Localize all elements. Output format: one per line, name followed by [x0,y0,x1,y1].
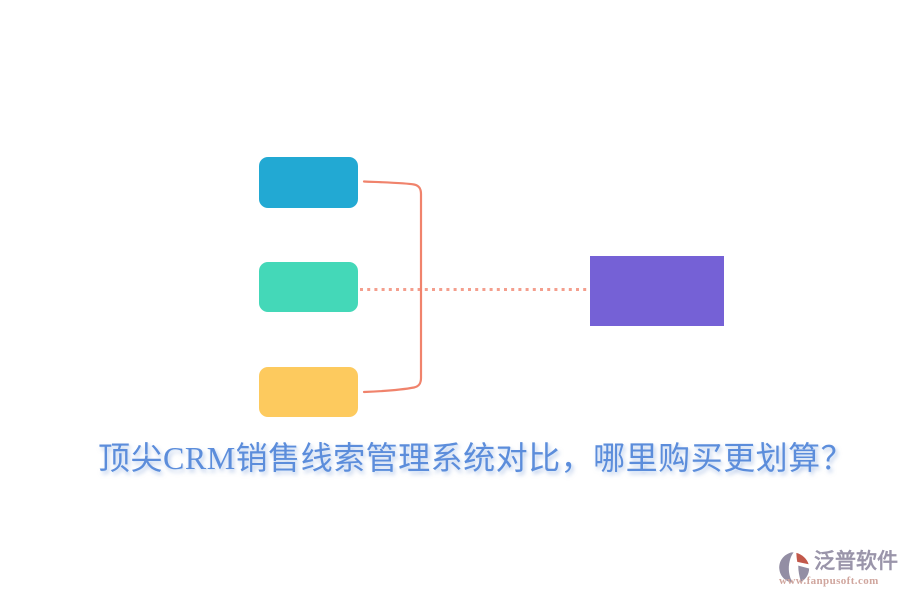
node-green [259,262,358,312]
logo-sail-shape [796,552,809,565]
node-yellow [259,367,358,417]
fanpu-logo-icon [779,552,810,583]
node-blue [259,157,358,208]
watermark-brand: 泛普软件 [814,549,898,573]
page-title: 顶尖CRM销售线索管理系统对比，哪里购买更划算？ [98,440,854,476]
fanpu-watermark: 泛普软件 www.fanpusoft.com [777,549,898,591]
logo-crescent-shape [779,552,794,583]
watermark-url: www.fanpusoft.com [779,575,879,587]
bracket-connector [362,180,423,394]
node-purple [590,256,724,326]
logo-wedge-shape [798,565,810,582]
